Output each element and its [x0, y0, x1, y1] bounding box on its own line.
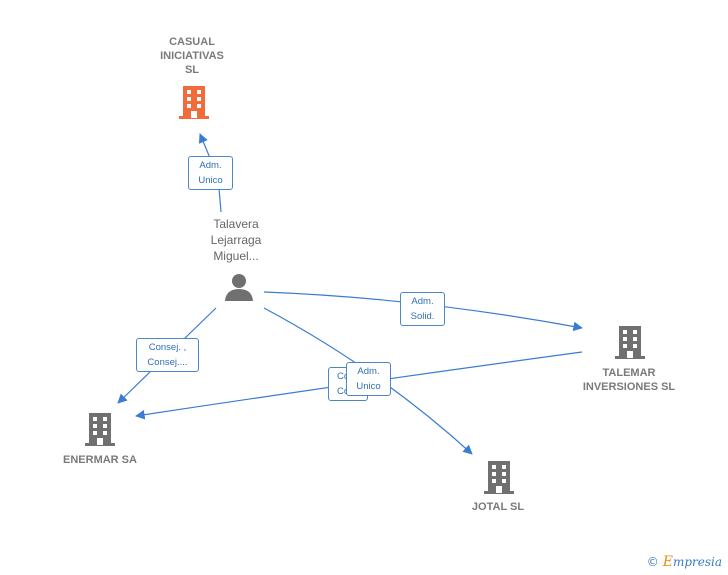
building-icon[interactable] [483, 459, 515, 495]
edge-talavera-casual [200, 134, 222, 213]
building-icon[interactable] [84, 411, 116, 447]
empresia-logo[interactable]: ©Empresia [647, 554, 722, 570]
person-icon[interactable] [224, 272, 254, 302]
talavera-label[interactable]: Talavera Lejarraga Miguel... [210, 217, 262, 263]
edge-label-adm-unico-jotal[interactable]: Adm. Unico [346, 362, 391, 396]
casual-label[interactable]: CASUAL INICIATIVAS SL [160, 36, 224, 76]
edge-label-adm-solid-talemar[interactable]: Adm. Solid. [400, 292, 445, 326]
enermar-label[interactable]: ENERMAR SA [63, 454, 137, 466]
edge-label-adm-unico-casual[interactable]: Adm. Unico [188, 156, 233, 190]
brand-initial: E [662, 554, 673, 570]
jotal-label[interactable]: JOTAL SL [471, 501, 525, 513]
brand-name: mpresia [672, 555, 722, 569]
building-icon[interactable] [178, 84, 210, 120]
talemar-label[interactable]: TALEMAR INVERSIONES SL [582, 367, 676, 393]
edge-label-consej-enermar[interactable]: Consej. , Consej.... [136, 338, 199, 372]
building-icon[interactable] [614, 324, 646, 360]
copyright-icon: © [646, 555, 659, 569]
